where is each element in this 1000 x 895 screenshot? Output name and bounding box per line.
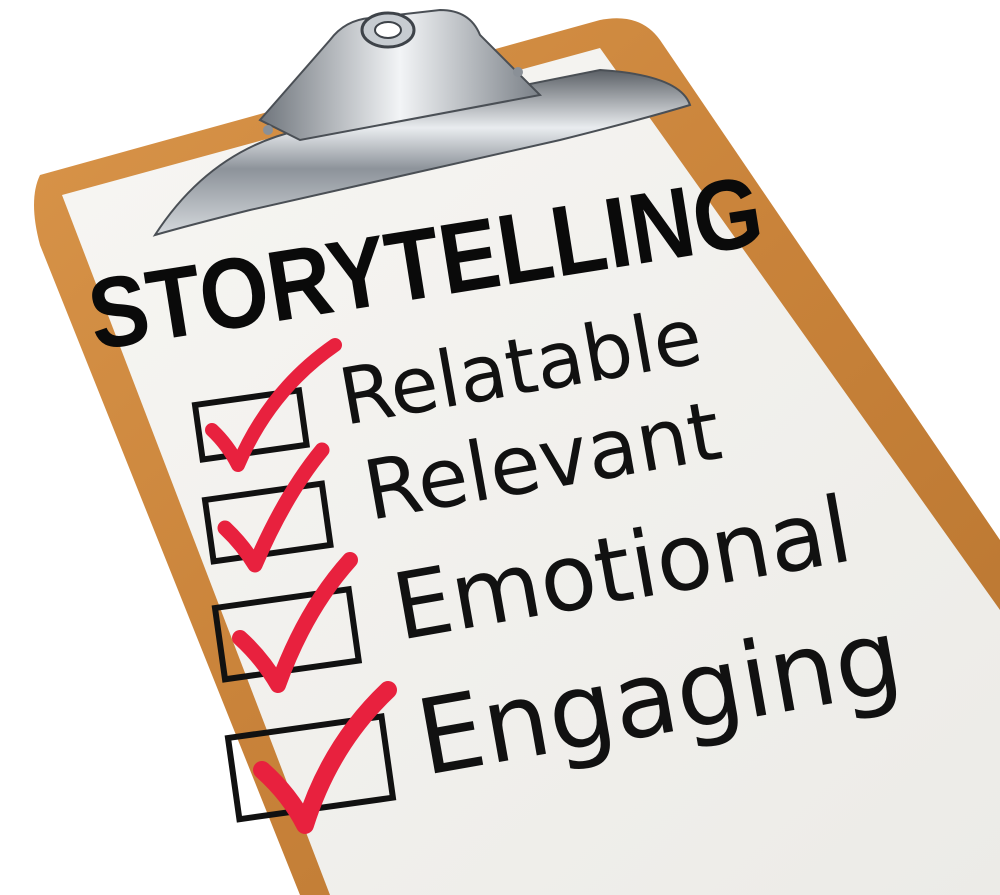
red-checkmark-icon	[205, 338, 342, 472]
red-checkmark-icon	[217, 442, 330, 573]
clipboard-clip-icon	[152, 8, 692, 237]
red-checkmark-icon	[253, 681, 397, 834]
red-checkmark-icon	[232, 552, 358, 693]
checkbox[interactable]	[191, 386, 311, 463]
paper-sheet	[62, 48, 1000, 895]
checkbox[interactable]	[201, 480, 334, 565]
